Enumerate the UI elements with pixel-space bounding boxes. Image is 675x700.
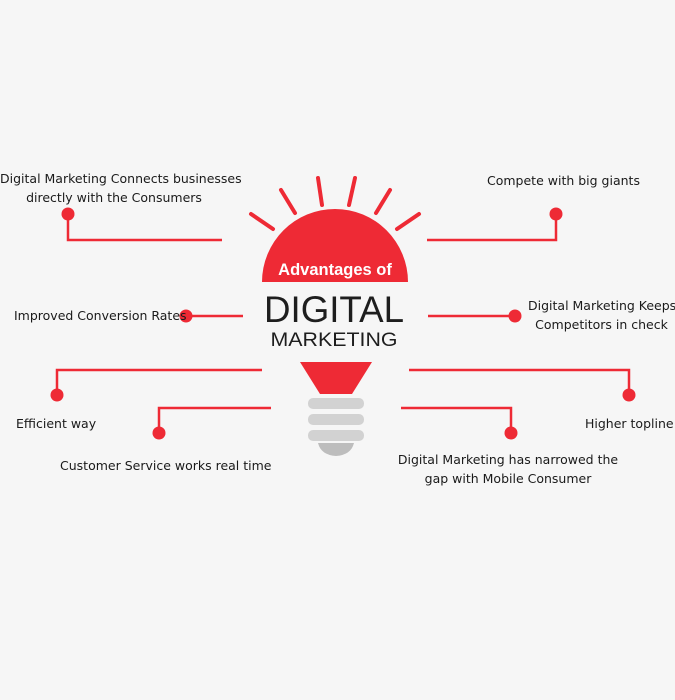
connector-connect (66, 214, 222, 242)
connector-dot (508, 309, 522, 323)
advantage-topline: Higher topline (585, 414, 674, 433)
light-ray (279, 188, 297, 215)
light-ray (395, 212, 421, 231)
connector-efficient (55, 368, 262, 395)
advantage-line: Compete with big giants (487, 173, 640, 188)
advantage-line: Efficient way (16, 416, 97, 431)
light-ray (316, 176, 324, 207)
connector-dot (61, 207, 75, 221)
bulb-thread (308, 414, 364, 425)
bulb-thread (308, 398, 364, 409)
bulb-tip (318, 443, 354, 456)
advantage-service: Customer Service works real time (60, 456, 272, 475)
connector-dot (549, 207, 563, 221)
advantage-line: Digital Marketing has narrowed the (397, 452, 619, 467)
light-ray (249, 212, 275, 231)
connector-dot (622, 388, 636, 402)
light-rays (249, 176, 421, 231)
connector-dots (50, 207, 636, 440)
advantage-line: Customer Service works real time (60, 458, 272, 473)
advantage-competitors: Digital Marketing Keeps Competitors in c… (528, 296, 675, 334)
connector-topline (409, 368, 631, 395)
center-subtitle: MARKETING (271, 329, 398, 351)
connector-dot (179, 309, 193, 323)
advantage-line: Higher topline (585, 416, 674, 431)
light-ray (374, 188, 392, 215)
advantage-connect: Digital Marketing Connects businesses di… (0, 169, 242, 207)
advantage-conversion: Improved Conversion Rates (14, 306, 187, 325)
advantage-line: Competitors in check (535, 317, 668, 332)
advantage-line: directly with the Consumers (26, 190, 202, 205)
connector-mobile (401, 406, 513, 433)
center-title: DIGITAL (264, 289, 404, 330)
connector-compete (427, 214, 558, 242)
bulb-dome (262, 209, 408, 282)
advantage-line: Improved Conversion Rates (14, 308, 187, 323)
light-ray (347, 176, 357, 207)
advantage-mobile: Digital Marketing has narrowed the gap w… (394, 450, 622, 488)
advantage-efficient: Efficient way (16, 414, 96, 433)
connectors (55, 214, 631, 433)
connector-dot (50, 388, 64, 402)
bulb-neck (300, 362, 372, 394)
advantage-compete: Compete with big giants (487, 171, 640, 190)
center-heading: Advantages of (278, 261, 392, 279)
advantage-line: gap with Mobile Consumer (424, 471, 592, 486)
connector-dot (152, 426, 166, 440)
connector-dot (504, 426, 518, 440)
advantage-line: Digital Marketing Keeps (528, 298, 675, 313)
bulb-thread (308, 430, 364, 441)
connector-service (157, 406, 271, 433)
advantage-line: Digital Marketing Connects businesses (0, 171, 242, 186)
bulb-base (308, 398, 364, 456)
